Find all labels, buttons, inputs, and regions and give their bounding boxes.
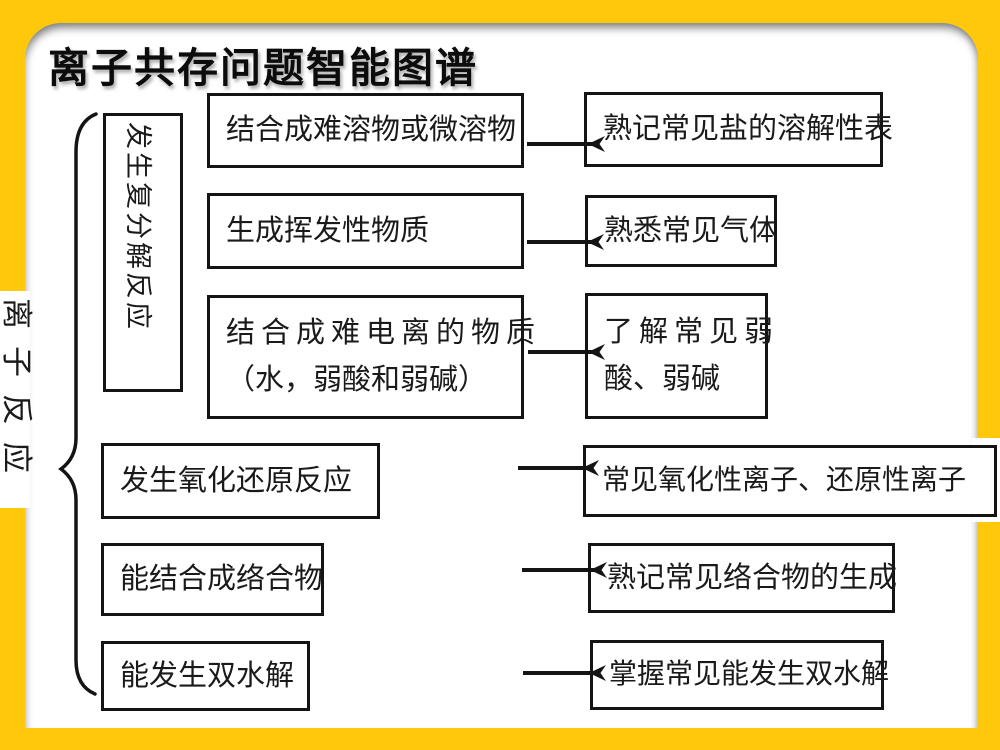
box-text: 能结合成络合物 bbox=[120, 563, 324, 595]
box-text: 能发生双水解 bbox=[120, 659, 295, 692]
knowledge-box-common-gases: 熟悉常见气体 bbox=[585, 195, 779, 267]
page-title: 离子共存问题智能图谱 bbox=[48, 45, 478, 91]
knowledge-box-weak-acids-bases: 了解常见弱 酸、弱碱 bbox=[585, 293, 780, 419]
condition-box-double-hydrolysis: 能发生双水解 bbox=[101, 641, 310, 711]
box-text-line1: 了解常见弱 bbox=[604, 316, 780, 348]
group-box-label: 发生复分解反应 bbox=[123, 122, 153, 332]
knowledge-box-double-hydrolysis: 掌握常见能发生双水解 bbox=[590, 640, 890, 710]
box-text: 熟记常见盐的溶解性表 bbox=[603, 113, 894, 145]
condition-box-insoluble: 结合成难溶物或微溶物 bbox=[207, 93, 524, 168]
left-label-notch bbox=[0, 291, 30, 508]
box-text: 结合成难溶物或微溶物 bbox=[226, 114, 517, 146]
box-text: 熟悉常见气体 bbox=[604, 214, 779, 247]
box-text: 发生氧化还原反应 bbox=[120, 464, 353, 497]
box-text: 熟记常见络合物的生成 bbox=[607, 561, 898, 594]
knowledge-box-redox-ions: 常见氧化性离子、还原性离子 bbox=[583, 445, 997, 517]
box-text-line2: （水，弱酸和弱碱） bbox=[226, 364, 488, 396]
box-text: 掌握常见能发生双水解 bbox=[609, 659, 890, 690]
group-box-metathesis bbox=[103, 113, 183, 392]
side-label-ion-reaction: 离子反应 bbox=[0, 298, 34, 490]
knowledge-box-solubility-table: 熟记常见盐的溶解性表 bbox=[584, 92, 894, 167]
box-text: 生成挥发性物质 bbox=[226, 214, 430, 247]
condition-box-redox: 发生氧化还原反应 bbox=[101, 443, 380, 519]
box-text-line2: 酸、弱碱 bbox=[604, 363, 721, 395]
box-text-line1: 结合成难电离的物质 bbox=[226, 317, 542, 349]
knowledge-box-complex-formation: 熟记常见络合物的生成 bbox=[588, 543, 898, 613]
box-text: 常见氧化性离子、还原性离子 bbox=[602, 465, 967, 496]
condition-box-complex: 能结合成络合物 bbox=[101, 543, 324, 616]
condition-box-weak-electrolyte: 结合成难电离的物质 （水，弱酸和弱碱） bbox=[207, 295, 542, 419]
condition-box-volatile: 生成挥发性物质 bbox=[207, 193, 524, 269]
